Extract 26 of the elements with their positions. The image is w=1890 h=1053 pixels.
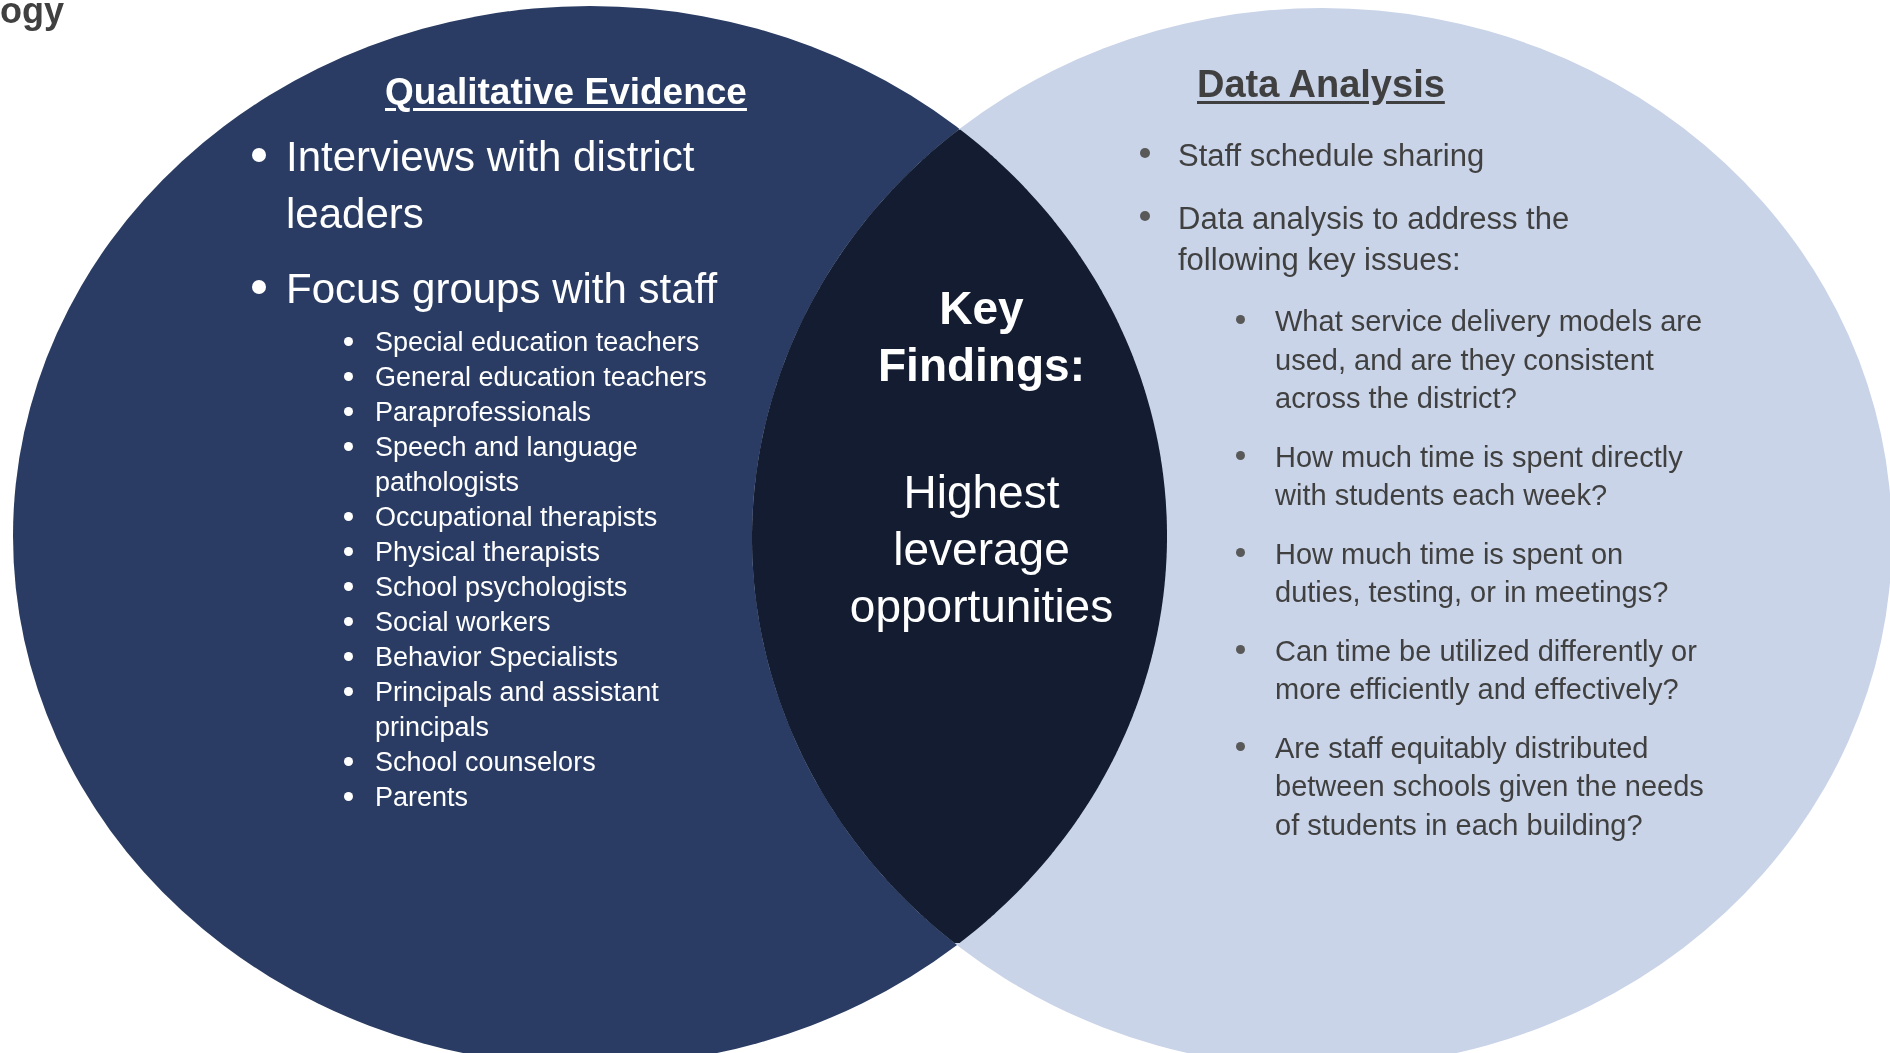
bullet-text: Interviews with district leaders [286,131,696,239]
heading: Data Analysis [1197,62,1445,107]
bullet-text: How much time is spent on duties, testing, or in meetings? [1275,536,1670,610]
bullet-text: School counselors [375,745,596,779]
bullet-text: Paraprofessionals [375,395,592,429]
bullet-text: Parents [375,780,469,814]
bullet-text: Staff schedule sharing [1178,137,1485,175]
bullet-text: Social workers [375,605,551,639]
bullet-text: Special education teachers [375,325,700,359]
bullet-text: How much time is spent directly with students each week? [1275,439,1684,513]
heading: Qualitative Evidence [385,70,747,114]
bullet-text: Physical therapists [375,535,601,569]
bullet-text: Are staff equitably distributed between schools given the needs of students in each building? [1275,730,1705,843]
bullet-text: Can time be utilized differently or more efficiently and effectively? [1275,633,1698,707]
bullet-text: Behavior Specialists [375,640,619,674]
bullet-text: Speech and language pathologists [375,430,639,499]
bullet-text: Focus groups with staff [286,263,718,314]
heading: Key Findings: [877,281,1086,393]
bullet-text: What service delivery models are used, and are they consistent across the district? [1275,304,1704,416]
bullet-text: General education teachers [375,360,707,394]
title-fragment: ogy [0,0,64,33]
bullet-text: School psychologists [375,570,628,604]
bullet-text: Principals and assistant principals [375,675,660,744]
center-text: Highest leverage opportunities [848,465,1115,634]
bullet-text: Occupational therapists [375,500,658,534]
bullet-text: Data analysis to address the following key issues: [1178,200,1571,279]
